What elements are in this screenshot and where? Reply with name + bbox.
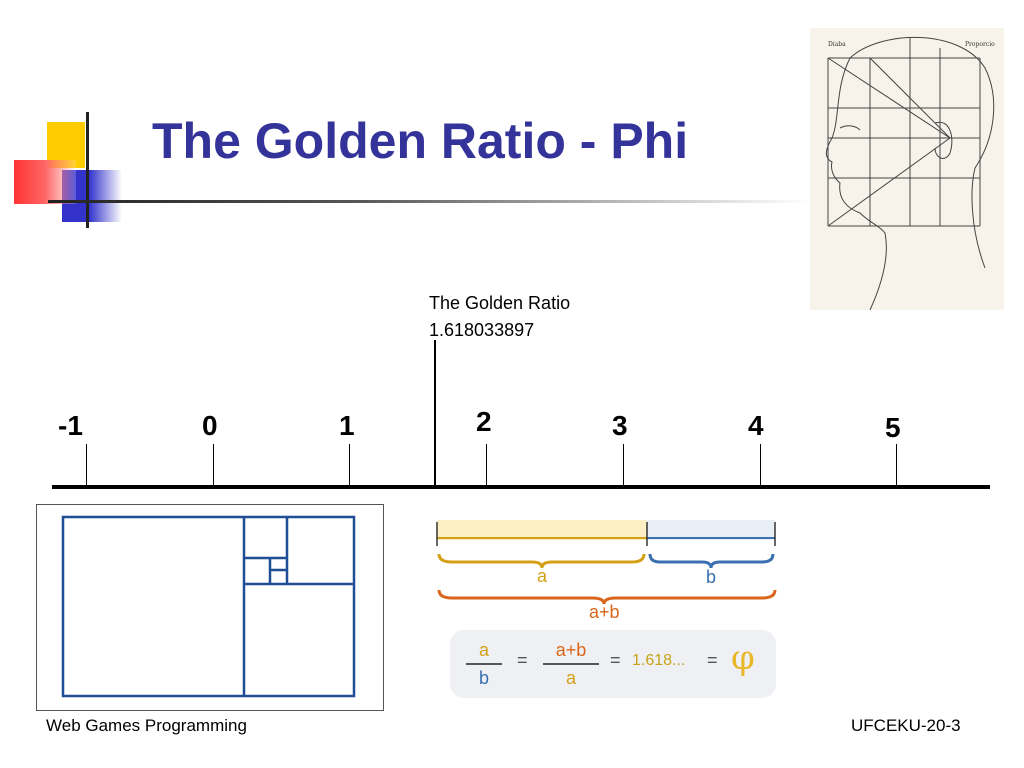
eq-fraction-a-over-b: a b [466,638,502,690]
tick-2 [486,444,487,486]
svg-text:Diaba: Diaba [828,41,846,48]
eq-phi-symbol: φ [731,638,755,678]
tick-5 [896,444,897,486]
segment-label-b: b [706,567,717,587]
decor-horizontal-line [48,200,808,203]
tick-label-2: 2 [476,406,492,437]
footer-module-code: UFCEKU-20-3 [851,716,961,735]
callout-value: 1.618033897 [429,320,535,340]
tick-1 [349,444,350,486]
equation-box [450,630,776,698]
tick-0 [213,444,214,486]
decor-red-square [14,160,76,204]
segment-label-a-plus-b: a+b [589,602,620,622]
tick-label-3: 3 [612,410,628,441]
golden-rectangle-frame [36,504,384,711]
eq-equals-2: = [610,650,621,670]
decor-vertical-line [86,112,89,228]
eq-den-a: a [565,668,576,688]
slide-title: The Golden Ratio - Phi [152,113,689,169]
segment-label-a: a [537,566,548,586]
tick-label-5: 5 [885,412,901,443]
head-proportion-sketch: Diaba Proporcio [810,28,1004,310]
tick-4 [760,444,761,486]
tick-minus1 [86,444,87,486]
eq-equals-1: = [517,650,528,670]
tick-label-1: 1 [339,410,355,441]
eq-fraction-bar [543,663,599,665]
eq-num-ab: a+b [555,640,587,660]
golden-ratio-marker-line [434,340,436,486]
golden-segment-diagram [436,520,777,605]
golden-rectangle-diagram [61,515,356,698]
eq-value: 1.618... [632,652,686,669]
tick-3 [623,444,624,486]
eq-den-b: b [478,668,489,688]
eq-fraction-bar [466,663,502,665]
golden-ratio-callout: The Golden Ratio 1.618033897 [429,290,570,344]
tick-label-0: 0 [202,410,218,441]
callout-label: The Golden Ratio [429,293,571,313]
svg-text:Proporcio: Proporcio [965,41,995,48]
eq-fraction-ab-over-a: a+b a [543,638,599,690]
footer-course-name: Web Games Programming [46,716,247,735]
tick-label-minus1: -1 [58,410,83,441]
eq-num-a: a [478,640,489,660]
tick-label-4: 4 [748,410,764,441]
eq-equals-3: = [707,650,718,670]
number-line-axis [52,485,990,489]
